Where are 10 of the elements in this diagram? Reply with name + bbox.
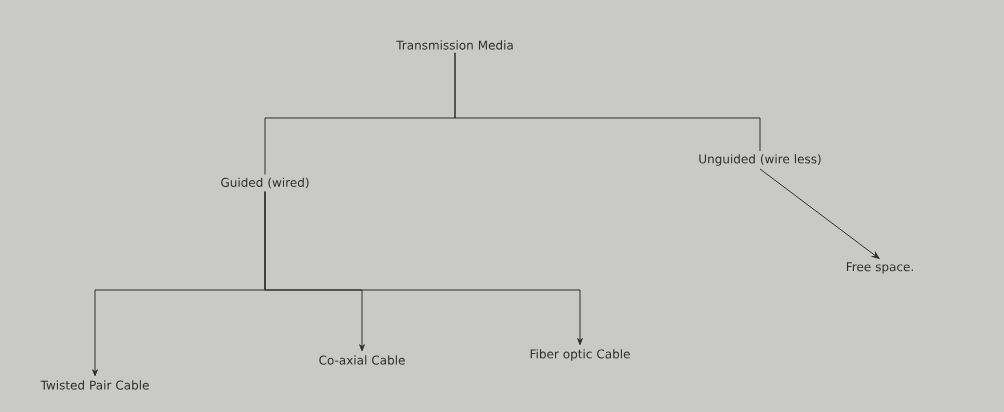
node-label: Free space. [846,262,913,274]
node-label: Twisted Pair Cable [40,380,149,390]
node-label: Co-axial Cable [319,355,405,365]
node-label: Guided (wired) [221,177,309,189]
connector [759,168,880,259]
node-label: Unguided (wire less) [699,154,821,166]
connector [454,52,761,152]
node-label: Fiber optic Cable [530,349,630,361]
connector [264,191,583,346]
node-label: Transmission Media [396,40,513,50]
